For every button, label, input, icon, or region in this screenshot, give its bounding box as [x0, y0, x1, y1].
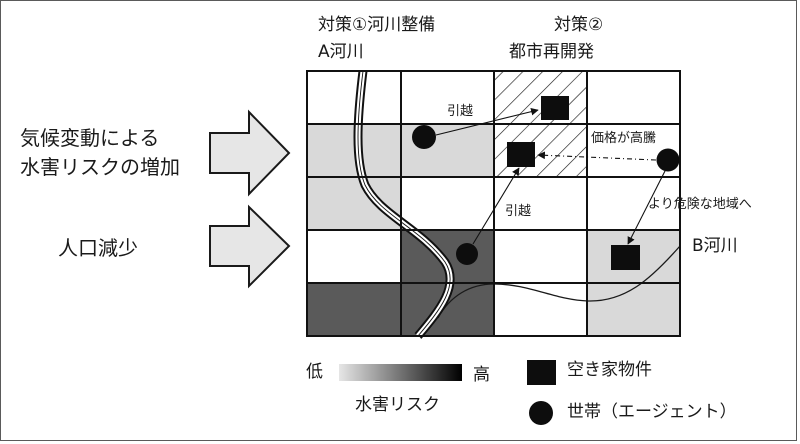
grid-cell-redevelopment — [494, 71, 587, 124]
legend-low-label: 低 — [306, 362, 323, 382]
vacant-house-marker — [541, 96, 569, 120]
driver-climate-line2: 水害リスクの増加 — [20, 155, 180, 179]
driver-population: 人口減少 — [58, 236, 138, 260]
legend-household-label: 世帯（エージェント） — [567, 402, 737, 422]
grid-cell-risk-low — [587, 283, 680, 336]
move-arrow-upper — [435, 107, 539, 136]
measure1-title: 対策①河川整備 — [318, 15, 436, 35]
to-riskier-label: より危険な地域へ — [648, 197, 752, 212]
vacant-house-marker — [611, 245, 640, 270]
river-b-label: B河川 — [692, 236, 738, 256]
household-marker — [456, 243, 478, 265]
driver-arrow-climate — [209, 109, 291, 197]
grid-cell-risk-none — [307, 230, 401, 283]
price-rise-arrow — [537, 151, 657, 161]
vacant-house-marker — [507, 142, 535, 167]
grid-cell-risk-high — [307, 283, 401, 336]
grid-cell-risk-none — [401, 71, 494, 124]
grid-cell-risk-none — [494, 283, 587, 336]
driver-climate-line1: 気候変動による — [20, 126, 160, 150]
move-arrow-lower — [472, 167, 520, 245]
grid-cell-risk-none — [494, 177, 587, 230]
to-riskier-arrow — [627, 170, 666, 245]
river-a — [353, 70, 455, 339]
price-rise-label: 価格が高騰 — [591, 131, 657, 146]
legend-risk-label: 水害リスク — [355, 395, 440, 415]
river-a-label: A河川 — [318, 42, 364, 62]
grid-cell-risk-none — [307, 71, 401, 124]
grid-cell-risk-none — [587, 71, 680, 124]
legend-vacant-icon — [527, 360, 556, 385]
household-marker — [412, 125, 436, 149]
legend-high-label: 高 — [473, 365, 490, 385]
risk-gradient-bar — [339, 364, 462, 381]
measure2-title: 対策② — [554, 15, 604, 35]
household-marker — [656, 148, 680, 172]
grid-cell-risk-low — [307, 177, 401, 230]
legend-vacant-label: 空き家物件 — [567, 360, 652, 380]
risk-grid — [307, 71, 680, 336]
driver-arrow-population — [209, 204, 291, 289]
grid-cell-risk-none — [587, 177, 680, 230]
grid-cell-risk-none — [494, 230, 587, 283]
grid-lines — [306, 70, 681, 337]
legend-household-icon — [529, 401, 553, 425]
move-label-upper: 引越 — [447, 104, 474, 119]
measure2-subtitle: 都市再開発 — [509, 42, 594, 62]
move-label-lower: 引越 — [505, 204, 532, 219]
grid-cell-risk-none — [401, 177, 494, 230]
